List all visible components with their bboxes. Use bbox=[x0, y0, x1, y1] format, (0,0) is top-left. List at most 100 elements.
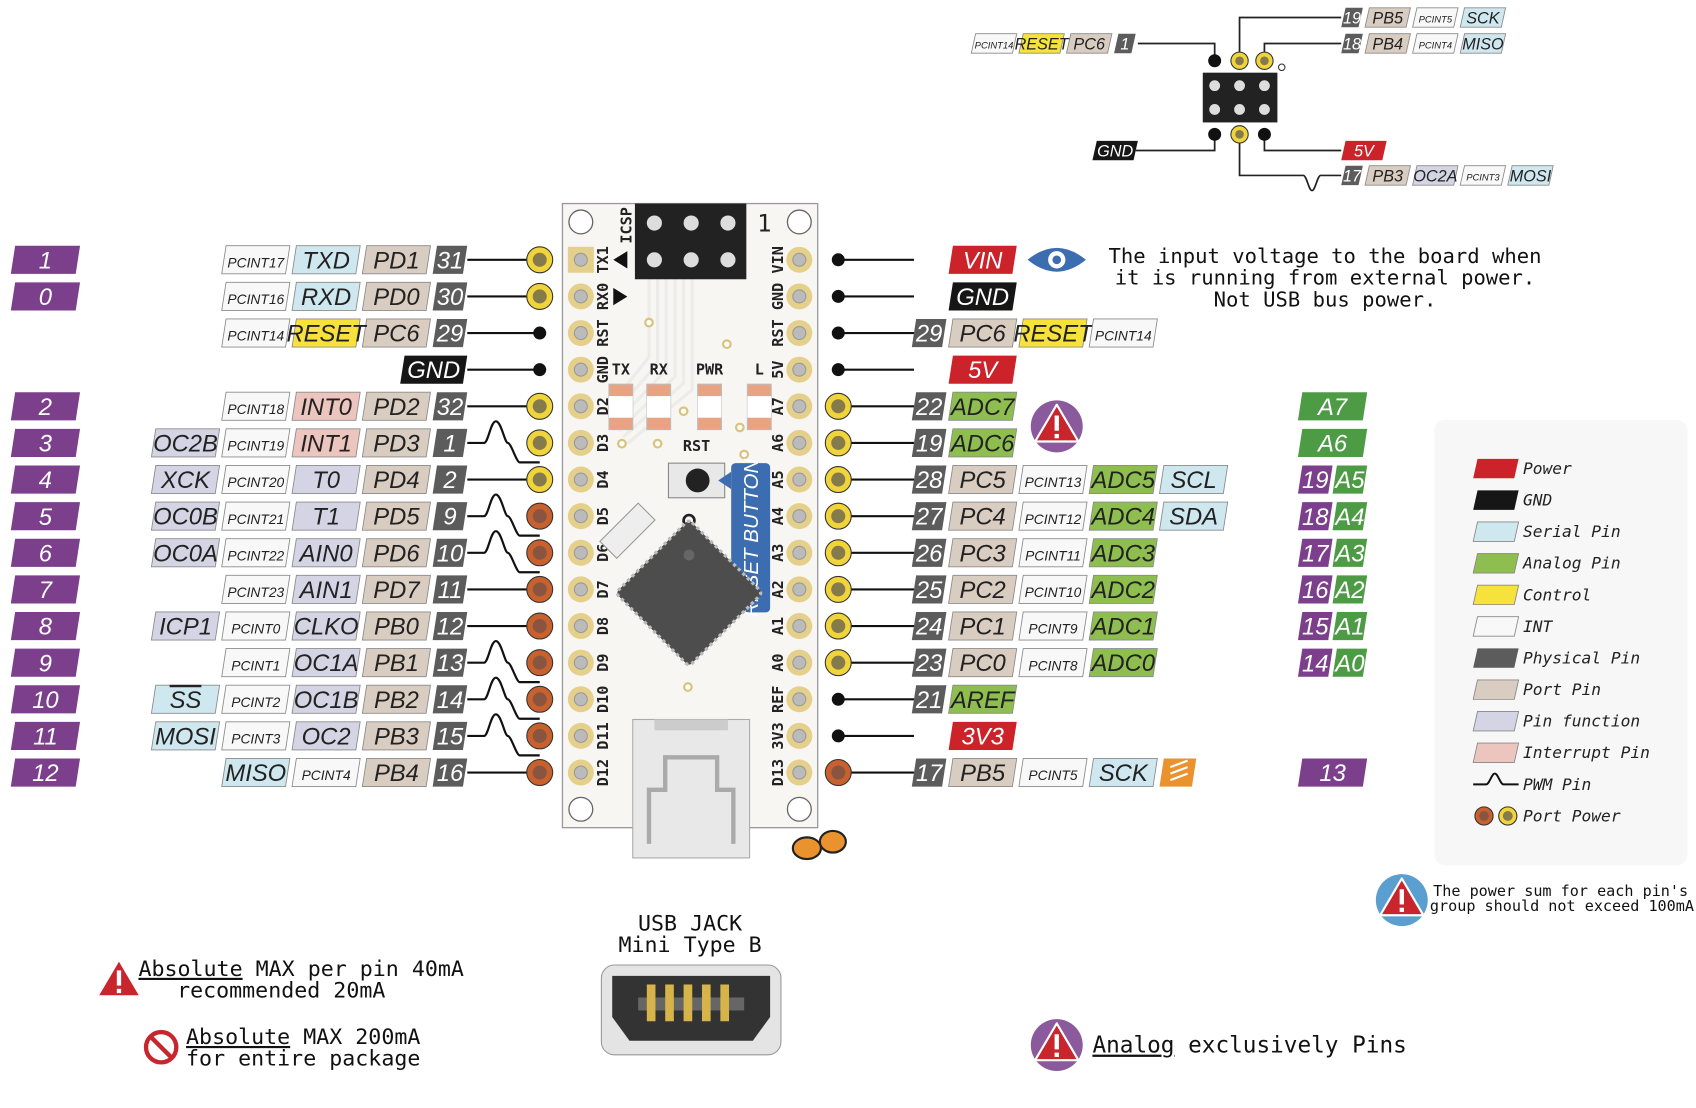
cell-bg bbox=[291, 318, 361, 348]
arduino-pin-label bbox=[10, 282, 81, 311]
pin-cell-phys: 14 bbox=[432, 685, 468, 714]
icsp-pin bbox=[1259, 104, 1270, 115]
reset-button-cap[interactable] bbox=[685, 468, 710, 493]
pad-inner bbox=[532, 472, 547, 487]
cell-bg bbox=[1088, 611, 1158, 641]
cell-text: RESET bbox=[1015, 35, 1070, 53]
legend-item: Serial Pin bbox=[1472, 521, 1621, 542]
cell-bg bbox=[1088, 465, 1158, 495]
cell-bg bbox=[361, 428, 431, 458]
arduino-pin-label bbox=[10, 611, 81, 641]
cell-bg bbox=[1088, 538, 1158, 568]
pin-cell-port: PD2 bbox=[361, 391, 431, 421]
cell-bg bbox=[948, 355, 1017, 384]
cell-text: ADC6 bbox=[949, 430, 1015, 457]
cell-bg bbox=[150, 465, 221, 495]
arduino-pin-number: 10 bbox=[32, 687, 59, 714]
cell-bg bbox=[1018, 611, 1088, 641]
cell-text: 31 bbox=[437, 247, 463, 274]
pad-inner bbox=[532, 765, 547, 780]
pad-inner bbox=[532, 435, 547, 450]
cell-text: 19 bbox=[1343, 9, 1361, 27]
cell-text: 5V bbox=[968, 357, 999, 384]
pin-cell-int: PCINT5 bbox=[1412, 7, 1459, 28]
legend-label: Physical Pin bbox=[1523, 648, 1640, 667]
pin-dot bbox=[533, 363, 547, 377]
pin-cell-int: PCINT18 bbox=[221, 391, 291, 421]
pwm-wire bbox=[467, 530, 540, 574]
cell-bg bbox=[291, 611, 361, 641]
cell-text: PCINT5 bbox=[1028, 768, 1077, 783]
pin-cell-phys: 10 bbox=[432, 538, 468, 567]
pin-recommended-note: recommended 20mA bbox=[177, 978, 385, 1003]
arduino-pin-number: 16 bbox=[1302, 577, 1329, 604]
arduino-pin-number: 6 bbox=[39, 540, 53, 567]
pin-cell-interrupt: INT1 bbox=[291, 428, 361, 457]
pin-cell-func: CLKO bbox=[291, 611, 361, 641]
pin-cell-int: PCINT5 bbox=[1018, 758, 1088, 788]
cell-text: 32 bbox=[437, 394, 463, 421]
pin-cell-power: 5V bbox=[1341, 140, 1387, 160]
cell-text: RESET bbox=[286, 321, 367, 348]
pwm-wire bbox=[467, 493, 540, 537]
board-pin-label-right: A0 bbox=[769, 654, 787, 672]
cell-text: ADC3 bbox=[1090, 540, 1156, 567]
legend-swatch bbox=[1473, 648, 1519, 668]
arduino-pin-number: 17 bbox=[1302, 540, 1329, 567]
cell-bg bbox=[1018, 758, 1088, 788]
pin-cell-func: ICP1 bbox=[150, 611, 221, 641]
pin-cell-phys: 1 bbox=[1114, 33, 1136, 53]
mount-hole bbox=[568, 209, 594, 235]
cell-bg bbox=[432, 282, 468, 311]
board-pin-label-right: A5 bbox=[769, 470, 787, 488]
cell-bg bbox=[1088, 648, 1158, 678]
cell-text: SCL bbox=[1170, 467, 1216, 494]
board-pin-label-right: VIN bbox=[769, 246, 787, 273]
cell-bg bbox=[291, 281, 361, 311]
legend-swatch bbox=[1472, 616, 1520, 637]
legend-label: Pin function bbox=[1523, 712, 1640, 731]
arduino-pin-label bbox=[1297, 611, 1333, 641]
pad-inner bbox=[532, 289, 547, 304]
pin-cell-port: PC6 bbox=[361, 318, 431, 348]
cell-text: 19 bbox=[916, 430, 942, 457]
cell-bg bbox=[911, 465, 947, 494]
pin-cell-func: AIN1 bbox=[291, 574, 361, 604]
arduino-pin-label bbox=[10, 502, 81, 531]
board-pin-label-right: A2 bbox=[769, 580, 787, 598]
via bbox=[617, 438, 627, 449]
pin-cell-func: OC0B bbox=[150, 501, 221, 531]
cell-text: 1 bbox=[1120, 35, 1129, 53]
pin-cell-phys: 9 bbox=[432, 502, 468, 531]
cell-bg bbox=[432, 318, 468, 348]
pin-cell-port: PC1 bbox=[948, 611, 1018, 641]
cell-bg bbox=[221, 465, 291, 495]
legend-swatch bbox=[1472, 711, 1520, 732]
cell-bg bbox=[221, 758, 291, 788]
cell-text: PCINT14 bbox=[1095, 329, 1152, 344]
cell-text: MOSI bbox=[155, 723, 216, 750]
pin-cell-port: PC2 bbox=[948, 574, 1018, 604]
cell-bg bbox=[432, 721, 468, 750]
cell-text: ADC5 bbox=[1090, 467, 1156, 494]
group-power-warning-icon bbox=[1375, 874, 1428, 927]
cell-bg bbox=[432, 502, 468, 531]
legend-label: PWM Pin bbox=[1523, 775, 1591, 794]
pin-cell-int: PCINT8 bbox=[1018, 648, 1088, 678]
pin-cell-analog: ADC6 bbox=[948, 428, 1018, 457]
cell-bg bbox=[1159, 501, 1229, 531]
cell-text: PB3 bbox=[374, 723, 420, 750]
cell-bg bbox=[948, 465, 1018, 495]
pin-cell-phys: 11 bbox=[432, 575, 468, 604]
pin-dot bbox=[831, 692, 845, 706]
cell-text: PD6 bbox=[373, 540, 420, 567]
cell-text: PCINT11 bbox=[1025, 548, 1081, 563]
cell-bg bbox=[361, 574, 431, 604]
cell-bg bbox=[361, 318, 431, 348]
